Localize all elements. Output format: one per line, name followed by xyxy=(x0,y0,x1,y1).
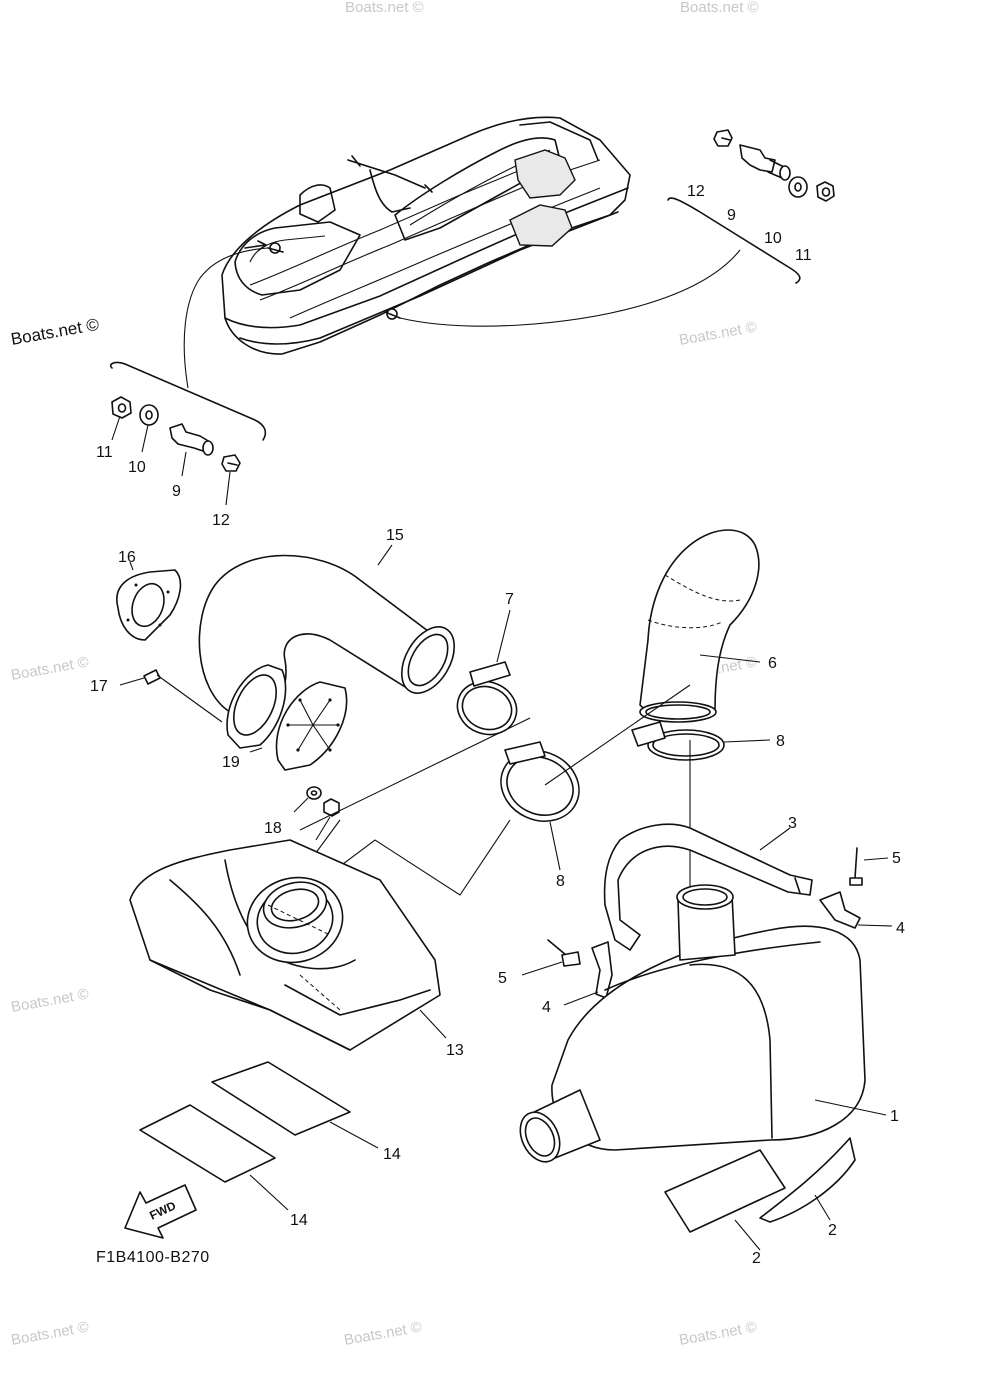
fastener-group-left: 11 10 9 12 xyxy=(96,247,269,529)
washer-part-10 xyxy=(788,176,808,198)
watermark: Boats.net © xyxy=(10,654,90,684)
fastener-group-right: 12 9 10 11 xyxy=(399,129,835,327)
pad-part-2-a: 2 xyxy=(664,1149,786,1267)
stud-part-17: 17 xyxy=(90,669,223,723)
callout-11: 11 xyxy=(795,247,812,264)
callout-4-left: 4 xyxy=(542,999,551,1016)
watermark: Boats.net © xyxy=(678,319,758,349)
diagram-code: F1B4100-B270 xyxy=(96,1249,210,1266)
callout-8-right: 8 xyxy=(776,733,785,750)
callout-12-left: 12 xyxy=(212,512,230,529)
callout-18: 18 xyxy=(264,820,282,837)
washer-part-18: 18 xyxy=(264,786,322,837)
watercraft-illustration xyxy=(221,116,631,355)
callout-10-left: 10 xyxy=(128,459,146,476)
callout-1: 1 xyxy=(890,1108,899,1125)
callout-15: 15 xyxy=(386,527,404,544)
exhaust-elbow-part-6: 6 xyxy=(639,529,777,723)
clip-part-12-left xyxy=(221,454,241,472)
watermark: Boats.net © xyxy=(10,986,90,1016)
callout-2-b: 2 xyxy=(828,1222,837,1239)
watermark-top: Boats.net © xyxy=(9,315,100,349)
callout-10: 10 xyxy=(764,230,782,247)
callout-16: 16 xyxy=(118,549,136,566)
callout-9: 9 xyxy=(727,207,736,224)
callout-12: 12 xyxy=(687,183,705,200)
watermark: Boats.net © xyxy=(680,0,759,16)
callout-6: 6 xyxy=(768,655,777,672)
callout-14-a: 14 xyxy=(383,1146,401,1163)
assembly-guide-lines xyxy=(284,684,691,905)
nut-part-11 xyxy=(816,181,835,202)
watermark: Boats.net © xyxy=(10,1319,90,1349)
callout-7: 7 xyxy=(505,591,514,608)
hose-clamp-part-7: 7 xyxy=(456,591,518,736)
hose-clamp-part-8-right: 8 xyxy=(631,721,785,761)
rivet-part-5-left: 5 xyxy=(498,939,581,987)
watermark: Boats.net © xyxy=(343,1319,423,1349)
callout-19: 19 xyxy=(222,754,240,771)
clip-part-12 xyxy=(713,129,733,147)
bracket-part-4-right: 4 xyxy=(819,891,905,937)
callout-3: 3 xyxy=(788,815,797,832)
pad-part-14-a: 14 xyxy=(211,1061,401,1163)
callout-4-right: 4 xyxy=(896,920,905,937)
callout-17: 17 xyxy=(90,678,108,695)
rivet-part-5-right: 5 xyxy=(849,847,901,886)
washer-part-10-left xyxy=(139,404,159,426)
callout-13: 13 xyxy=(446,1042,464,1059)
cover-part-13: 13 xyxy=(129,839,464,1059)
callout-2-a: 2 xyxy=(752,1250,761,1267)
watermark: Boats.net © xyxy=(345,0,424,16)
holder-part-9-left xyxy=(169,423,214,456)
callout-5-left: 5 xyxy=(498,970,507,987)
callout-11-left: 11 xyxy=(96,444,113,461)
strap-part-3: 3 xyxy=(603,815,813,951)
callout-8-middle: 8 xyxy=(556,873,565,890)
gasket-part-16: 16 xyxy=(116,549,182,641)
pad-part-14-b: 14 xyxy=(139,1104,308,1229)
nut-part-11-left xyxy=(111,396,132,419)
holder-part-9 xyxy=(739,144,791,181)
callout-5-right: 5 xyxy=(892,850,901,867)
hose-clamp-part-8-middle: 8 xyxy=(500,741,580,890)
pad-part-2-b: 2 xyxy=(759,1137,856,1239)
watermark: Boats.net © xyxy=(678,1319,758,1349)
forward-arrow-icon: FWD xyxy=(124,1184,197,1239)
muffler-part-1: 1 xyxy=(519,884,899,1163)
callout-9-left: 9 xyxy=(172,483,181,500)
flange-plate-part-19: 19 xyxy=(222,664,348,771)
callout-14-b: 14 xyxy=(290,1212,308,1229)
